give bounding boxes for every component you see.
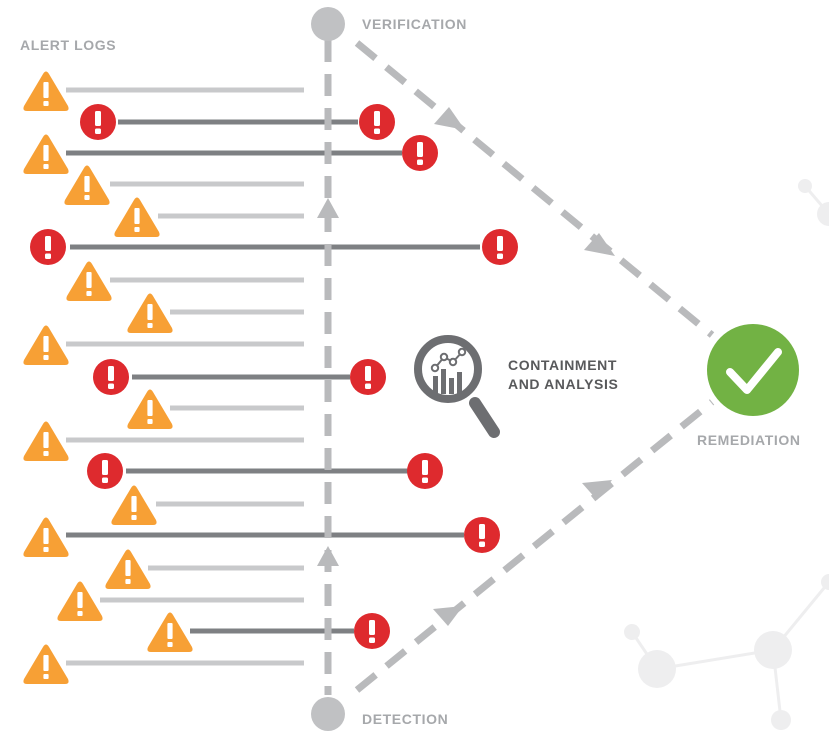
critical-alert-icon — [359, 104, 395, 140]
warning-log-lines — [66, 87, 304, 666]
warning-icon — [111, 485, 157, 525]
warning-icon — [23, 517, 69, 557]
critical-alert-icon — [30, 229, 66, 265]
warning-icon — [23, 421, 69, 461]
warning-icon — [57, 581, 103, 621]
warning-icon — [23, 134, 69, 174]
critical-alert-icon — [93, 359, 129, 395]
vertical-flow-path — [317, 40, 339, 695]
warning-icon — [127, 389, 173, 429]
warning-icon — [23, 644, 69, 684]
alert-logs-label: ALERT LOGS — [20, 37, 117, 53]
warning-icon — [147, 612, 193, 652]
critical-alert-icon — [402, 135, 438, 171]
warning-icon — [64, 165, 110, 205]
checkmark-circle-icon — [707, 324, 799, 416]
magnifier-analytics-icon — [414, 335, 500, 438]
containment-label-line2: AND ANALYSIS — [508, 376, 619, 392]
detection-label: DETECTION — [362, 711, 449, 727]
critical-alert-icon — [354, 613, 390, 649]
verification-node — [311, 7, 345, 41]
critical-log-lines — [66, 119, 480, 634]
network-decoration — [624, 179, 829, 730]
warning-icon — [23, 325, 69, 365]
critical-alert-icon — [350, 359, 386, 395]
warning-icon — [114, 197, 160, 237]
remediation-label: REMEDIATION — [697, 432, 801, 448]
warning-icon — [127, 293, 173, 333]
warning-icon — [23, 71, 69, 111]
warning-icon — [66, 261, 112, 301]
critical-alert-icon — [464, 517, 500, 553]
critical-alert-icon — [87, 453, 123, 489]
critical-alert-icon — [80, 104, 116, 140]
critical-alert-icon — [407, 453, 443, 489]
detection-node — [311, 697, 345, 731]
critical-alert-icon — [482, 229, 518, 265]
verification-label: VERIFICATION — [362, 16, 467, 32]
containment-label-line1: CONTAINMENT — [508, 357, 617, 373]
warning-icon — [105, 549, 151, 589]
diagonal-flow-paths — [354, 40, 715, 693]
